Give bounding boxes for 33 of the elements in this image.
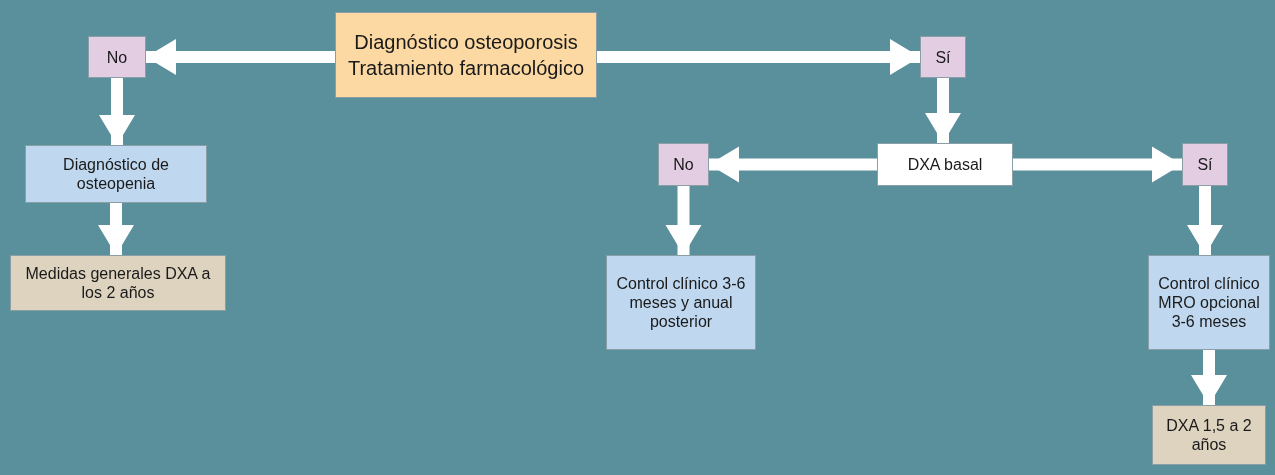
decision-box bbox=[88, 36, 146, 78]
block-arrow bbox=[99, 78, 135, 145]
block-arrow bbox=[665, 186, 702, 255]
process-box bbox=[1148, 255, 1270, 350]
decision-box bbox=[920, 36, 966, 78]
node-text: No bbox=[105, 47, 129, 67]
block-arrow bbox=[709, 146, 877, 183]
node-text: Sí bbox=[1196, 155, 1214, 174]
node-text: Control clínico MRO opcional 3-6 meses bbox=[1157, 274, 1261, 331]
node-text: Diagnóstico osteoporosis bbox=[353, 30, 579, 55]
node-text: No bbox=[672, 155, 695, 174]
node-text: Sí bbox=[934, 47, 952, 67]
block-arrow bbox=[1191, 350, 1227, 405]
outcome-box bbox=[1152, 405, 1266, 465]
node-text: Tratamiento farmacológico bbox=[347, 56, 585, 81]
outcome-box bbox=[10, 255, 226, 311]
block-arrow bbox=[1013, 146, 1182, 183]
block-arrow bbox=[98, 203, 134, 255]
block-arrow bbox=[597, 39, 920, 75]
node-text: DXA 1,5 a 2 años bbox=[1165, 416, 1253, 454]
block-arrow bbox=[925, 78, 961, 143]
node-text: Control clínico 3-6 meses y anual posterior bbox=[615, 274, 747, 331]
process-box bbox=[25, 145, 207, 203]
decision-box bbox=[658, 143, 709, 186]
node-text: Medidas generales DXA a los 2 años bbox=[24, 264, 212, 302]
process-box bbox=[606, 255, 756, 350]
decision-box bbox=[1182, 143, 1228, 186]
block-arrow bbox=[146, 39, 335, 75]
block-arrow bbox=[1187, 186, 1223, 255]
process-box bbox=[877, 143, 1013, 186]
process-box bbox=[335, 12, 597, 98]
node-text: DXA basal bbox=[906, 155, 984, 174]
node-text: Diagnóstico de osteopenia bbox=[62, 155, 170, 193]
